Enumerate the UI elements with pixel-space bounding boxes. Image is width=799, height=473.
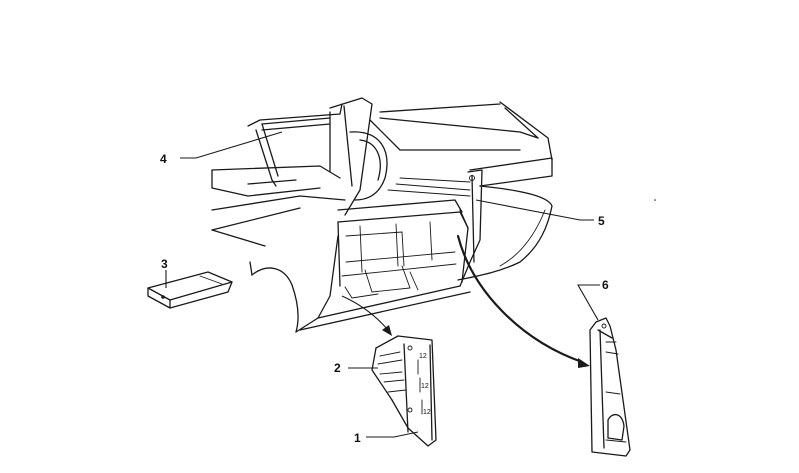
callout-label-6: 6 [602,278,609,292]
callout-6: 6 [577,278,609,321]
callout-label-1: 1 [354,431,361,445]
part-mark-label: 12 [419,353,427,360]
part-6-rear-pillar [589,317,631,457]
callout-label-5: 5 [598,214,605,228]
assembly-arrows [341,234,590,368]
part-3-plate [147,271,233,309]
car-body-assembly [211,97,553,333]
callout-5: 5 [475,199,605,228]
callout-4: 4 [160,131,283,166]
part-mark-label: 12 [421,383,429,390]
callout-2: 2 [334,361,378,375]
part-1-2-front-panel: 12 12 12 [371,335,437,447]
callout-label-3: 3 [161,257,168,271]
scan-speck [654,199,656,201]
callout-1: 1 [354,431,419,445]
callout-label-4: 4 [160,152,167,166]
callout-label-2: 2 [334,361,341,375]
callout-3: 3 [161,257,168,288]
part-4-roof-trim [261,117,331,131]
part-mark-label: 12 [423,409,431,416]
